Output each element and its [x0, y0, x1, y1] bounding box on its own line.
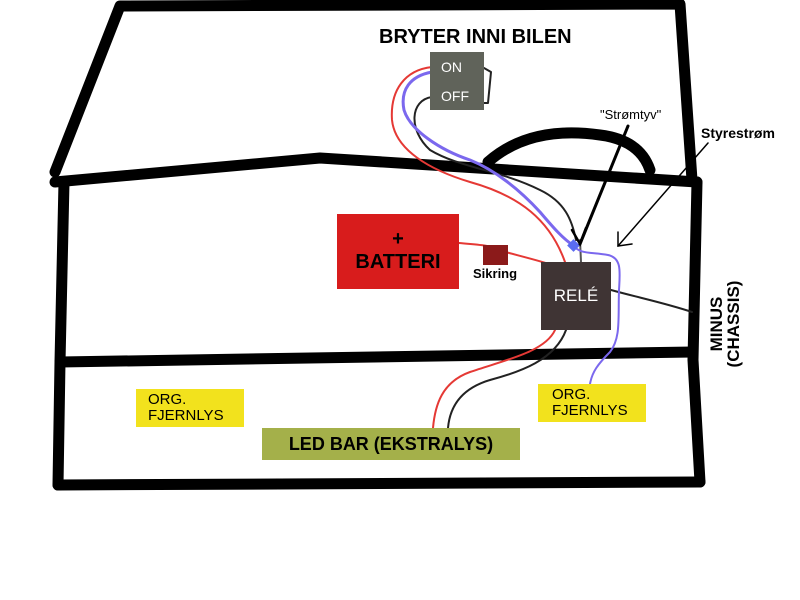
fuse-label: Sikring: [473, 266, 518, 281]
led-bar: LED BAR (EKSTRALYS): [262, 428, 520, 460]
wire-blue-fog: [573, 245, 621, 385]
switch-on-label: ON: [441, 58, 462, 75]
fog-right-line1: ORG.: [552, 386, 591, 403]
minus-chassis-label: MINUS (CHASSIS): [707, 273, 743, 375]
wire-blue-switch: [401, 70, 576, 248]
wire-black-switch-right: [483, 67, 492, 104]
wire-red-switch: [390, 66, 566, 263]
fog-light-right: ORG. FJERNLYS: [538, 384, 646, 422]
switch-off-label: OFF: [441, 87, 469, 104]
car-outline: [49, 0, 706, 491]
body-left-edge: [52, 176, 70, 491]
bumper-line: [54, 346, 699, 368]
arrows: [570, 124, 709, 247]
wire-black-switch: [413, 96, 577, 241]
battery-plus-sign: +: [392, 227, 404, 250]
body-bottom-edge: [52, 476, 706, 491]
body-right-edge: [687, 176, 706, 488]
fog-left-line2: FJERNLYS: [148, 407, 224, 424]
wire-red-ledbar: [432, 329, 556, 429]
chassis-label: (CHASSIS): [724, 280, 743, 368]
battery-label: BATTERI: [355, 250, 441, 273]
arrow-styrestrom: [617, 142, 709, 247]
minus-label: MINUS: [707, 296, 726, 352]
cable-hump: [482, 127, 656, 176]
fuse-box: [483, 245, 508, 265]
fog-light-left: ORG. FJERNLYS: [136, 389, 244, 427]
battery-box: + BATTERI: [337, 214, 459, 289]
switch-box: ON OFF: [430, 52, 484, 110]
relay-box: RELÉ: [541, 262, 611, 330]
arrow-stromtyv-head: [570, 226, 588, 247]
wire-black-ledbar: [447, 329, 567, 429]
relay-label: RELÉ: [553, 286, 599, 305]
styrestrom-label: Styrestrøm: [701, 125, 775, 141]
arrow-stromtyv: [578, 124, 630, 246]
arrow-styrestrom-head: [617, 231, 633, 247]
body-top-edge: [49, 152, 703, 188]
led-bar-label: LED BAR (EKSTRALYS): [288, 433, 494, 454]
stromtyv-label: "Strømtyv": [600, 107, 662, 122]
fog-right-line2: FJERNLYS: [552, 402, 628, 419]
switch-title: BRYTER INNI BILEN: [379, 26, 572, 48]
wires: [390, 66, 693, 429]
wire-black-minus: [610, 289, 693, 313]
hood-outline: [49, 0, 698, 186]
fog-left-line1: ORG.: [148, 391, 187, 408]
